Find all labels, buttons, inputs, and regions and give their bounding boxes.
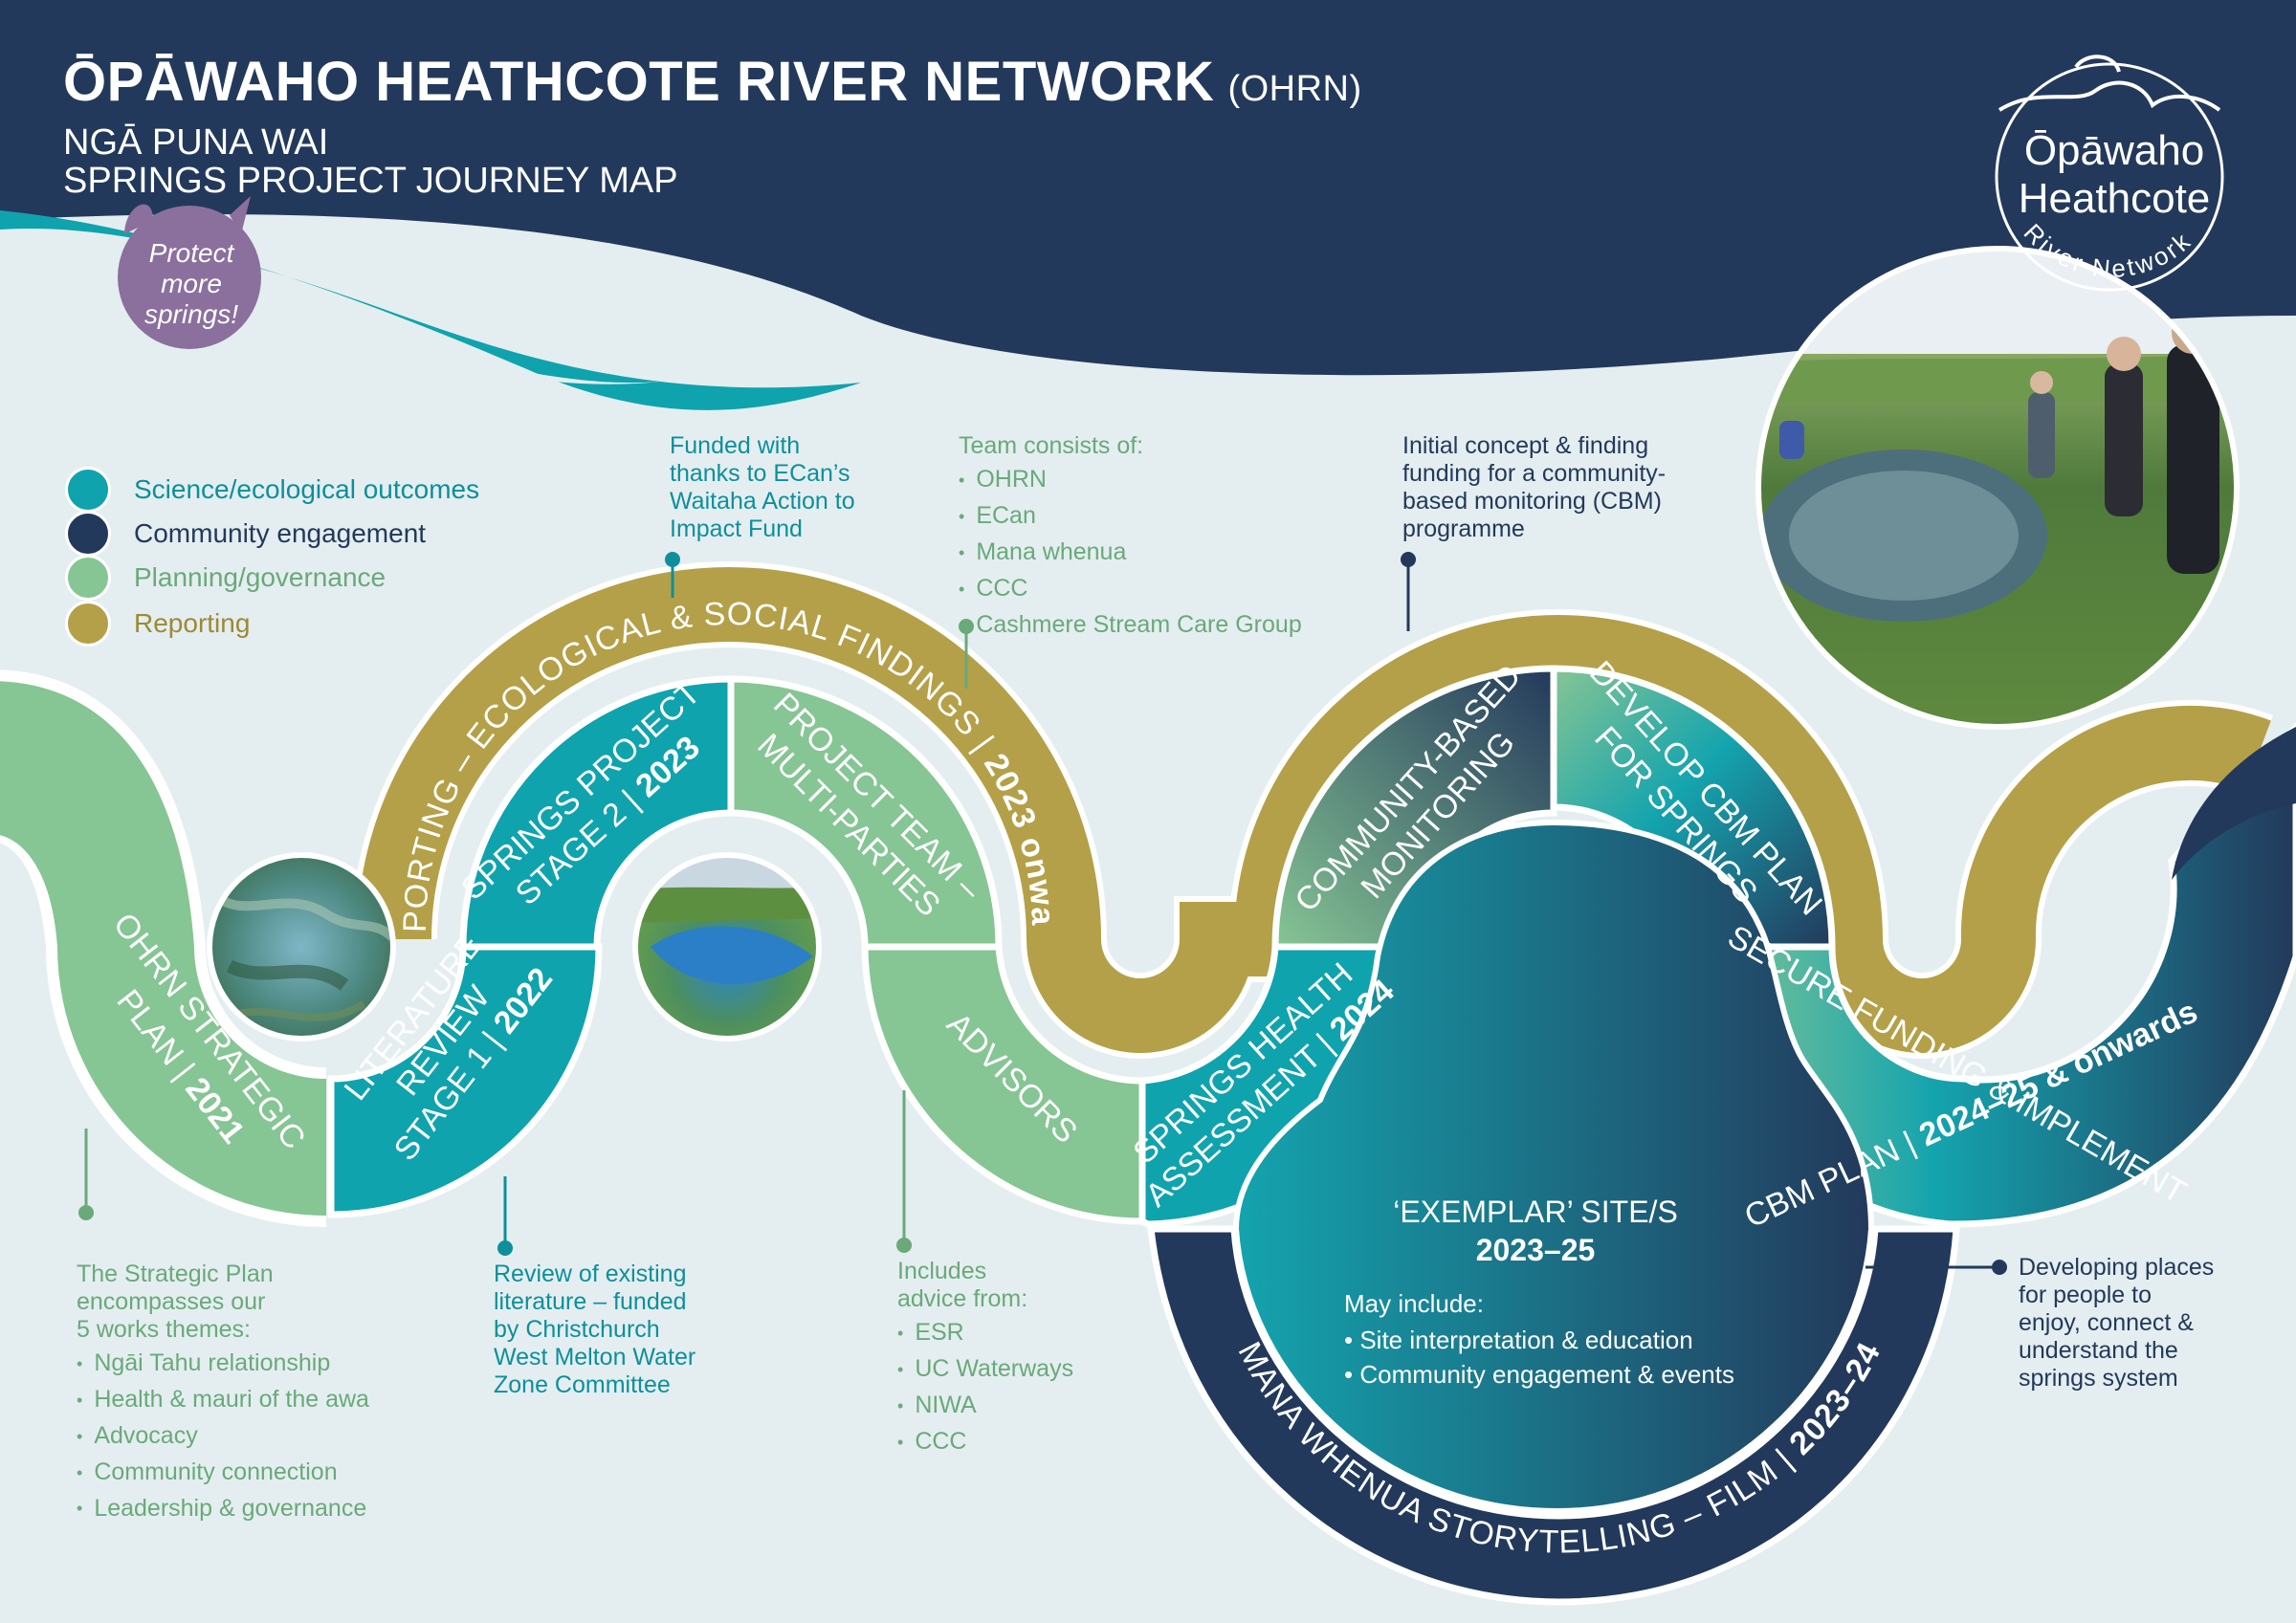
legend-dot-planning: [65, 555, 111, 601]
page-title: ŌPĀWAHO HEATHCOTE RIVER NETWORK (OHRN): [63, 50, 1362, 114]
note-literature-line: West Melton Water: [494, 1344, 696, 1371]
wave-light: [0, 237, 670, 384]
legend-dot-science: [65, 467, 111, 513]
right-navy-tail: [2172, 727, 2296, 880]
logo-line2: Heathcote: [2019, 175, 2211, 222]
legend-label-science: Science/ecological outcomes: [134, 474, 480, 504]
note-strategic-item: Advocacy: [77, 1422, 440, 1451]
note-literature: Review of existing literature – funded b…: [494, 1261, 781, 1399]
segment-stage2[interactable]: [459, 675, 735, 951]
note-strategic-item: Leadership & governance: [77, 1495, 440, 1524]
note-advisors-item: CCC: [897, 1428, 1146, 1457]
note-advisors-line: advice from:: [897, 1285, 1028, 1312]
title-suffix: (OHRN): [1227, 69, 1362, 109]
logo-wave-icon: [1998, 80, 2221, 112]
note-developing-line: Developing places: [2019, 1254, 2215, 1281]
photo-stream: [635, 855, 819, 1039]
note-initial: Initial concept & finding funding for a …: [1402, 432, 1728, 543]
legend-dot-reporting: [65, 601, 111, 647]
segment-literature[interactable]: [327, 943, 603, 1218]
note-literature-line: Review of existing: [494, 1261, 687, 1287]
bubble-line2: more: [161, 269, 222, 298]
note-team-item: Cashmere Stream Care Group: [959, 611, 1360, 640]
note-strategic: The Strategic Plan encompasses our 5 wor…: [77, 1261, 440, 1530]
legend-label-planning: Planning/governance: [134, 562, 386, 592]
exemplar-intro: May include:: [1344, 1289, 1484, 1318]
note-advisors-item: ESR: [897, 1319, 1146, 1348]
note-initial-line: programme: [1402, 515, 1525, 542]
note-advisors-item: NIWA: [897, 1392, 1146, 1420]
note-strategic-line: The Strategic Plan: [77, 1261, 274, 1287]
note-literature-line: literature – funded: [494, 1288, 687, 1315]
photo-spring-pool-frame: [207, 852, 396, 1042]
note-developing-line: for people to: [2019, 1282, 2152, 1308]
note-funded-line: Funded with: [670, 432, 801, 459]
protect-springs-bubble: Protect more springs!: [118, 196, 261, 349]
note-initial-line: funding for a community-: [1402, 460, 1667, 487]
photo-community-visit-frame: [1755, 246, 2240, 730]
note-strategic-line: 5 works themes:: [77, 1316, 252, 1343]
photo-spring-pool: [210, 855, 393, 1039]
note-developing-line: enjoy, connect &: [2019, 1309, 2194, 1336]
exemplar-item-2: • Community engagement & events: [1344, 1360, 1734, 1389]
note-team-item: ECan: [959, 502, 1360, 531]
exemplar-title: ‘EXEMPLAR’ SITE/S: [1393, 1195, 1678, 1229]
segment-film-fill: [1147, 1225, 1960, 1606]
wave-teal: [0, 210, 861, 410]
note-literature-line: Zone Committee: [494, 1371, 671, 1398]
reporting-band: [357, 567, 2271, 1053]
note-strategic-item: Ngāi Tahu relationship: [77, 1349, 440, 1378]
legend-dot-community: [65, 511, 111, 557]
exemplar-years: 2023–25: [1476, 1233, 1596, 1267]
exemplar-text: ‘EXEMPLAR’ SITE/S 2023–25 May include: •…: [1344, 1195, 1734, 1389]
note-advisors-item: UC Waterways: [897, 1355, 1146, 1384]
note-literature-line: by Christchurch: [494, 1316, 660, 1343]
photo-stream-frame: [632, 852, 822, 1042]
note-developing-line: springs system: [2019, 1365, 2178, 1392]
subtitle-line1: NGĀ PUNA WAI: [63, 122, 329, 163]
note-strategic-item: Community connection: [77, 1459, 440, 1487]
exemplar-dome: [1232, 819, 1875, 1515]
note-funded-line: thanks to ECan’s: [670, 460, 850, 487]
note-strategic-line: encompasses our: [77, 1288, 266, 1315]
note-funded-line: Impact Fund: [670, 515, 803, 542]
note-initial-line: Initial concept & finding: [1402, 432, 1649, 459]
bubble-line3: springs!: [144, 299, 238, 329]
note-team-line: Team consists of:: [959, 432, 1144, 459]
segment-strategic-fill: [0, 681, 326, 1216]
note-team-item: CCC: [959, 575, 1360, 603]
note-funded-line: Waitaha Action to: [670, 488, 855, 515]
note-strategic-item: Health & mauri of the awa: [77, 1386, 440, 1415]
note-team-item: OHRN: [959, 466, 1360, 494]
note-advisors: Includes advice from: ESR UC Waterways N…: [897, 1258, 1146, 1464]
legend-label-community: Community engagement: [134, 518, 427, 548]
note-initial-line: based monitoring (CBM): [1402, 488, 1662, 515]
logo-line1: Ōpāwaho: [2024, 127, 2204, 174]
legend-label-reporting: Reporting: [134, 608, 251, 638]
bubble-line1: Protect: [149, 238, 235, 268]
note-funded: Funded with thanks to ECan’s Waitaha Act…: [670, 432, 957, 543]
note-team: Team consists of: OHRN ECan Mana whenua …: [959, 432, 1360, 647]
exemplar-item-1: • Site interpretation & education: [1344, 1326, 1693, 1354]
title-main: ŌPĀWAHO HEATHCOTE RIVER NETWORK: [63, 51, 1215, 113]
note-team-item: Mana whenua: [959, 538, 1360, 567]
subtitle-line2: SPRINGS PROJECT JOURNEY MAP: [63, 161, 678, 201]
note-developing-line: understand the: [2019, 1337, 2178, 1364]
header-band: [0, 0, 2296, 376]
segment-team[interactable]: [727, 675, 1003, 951]
note-advisors-line: Includes: [897, 1258, 987, 1284]
segment-advisors-fill: [861, 943, 1146, 1225]
note-developing: Developing places for people to enjoy, c…: [2019, 1254, 2267, 1393]
